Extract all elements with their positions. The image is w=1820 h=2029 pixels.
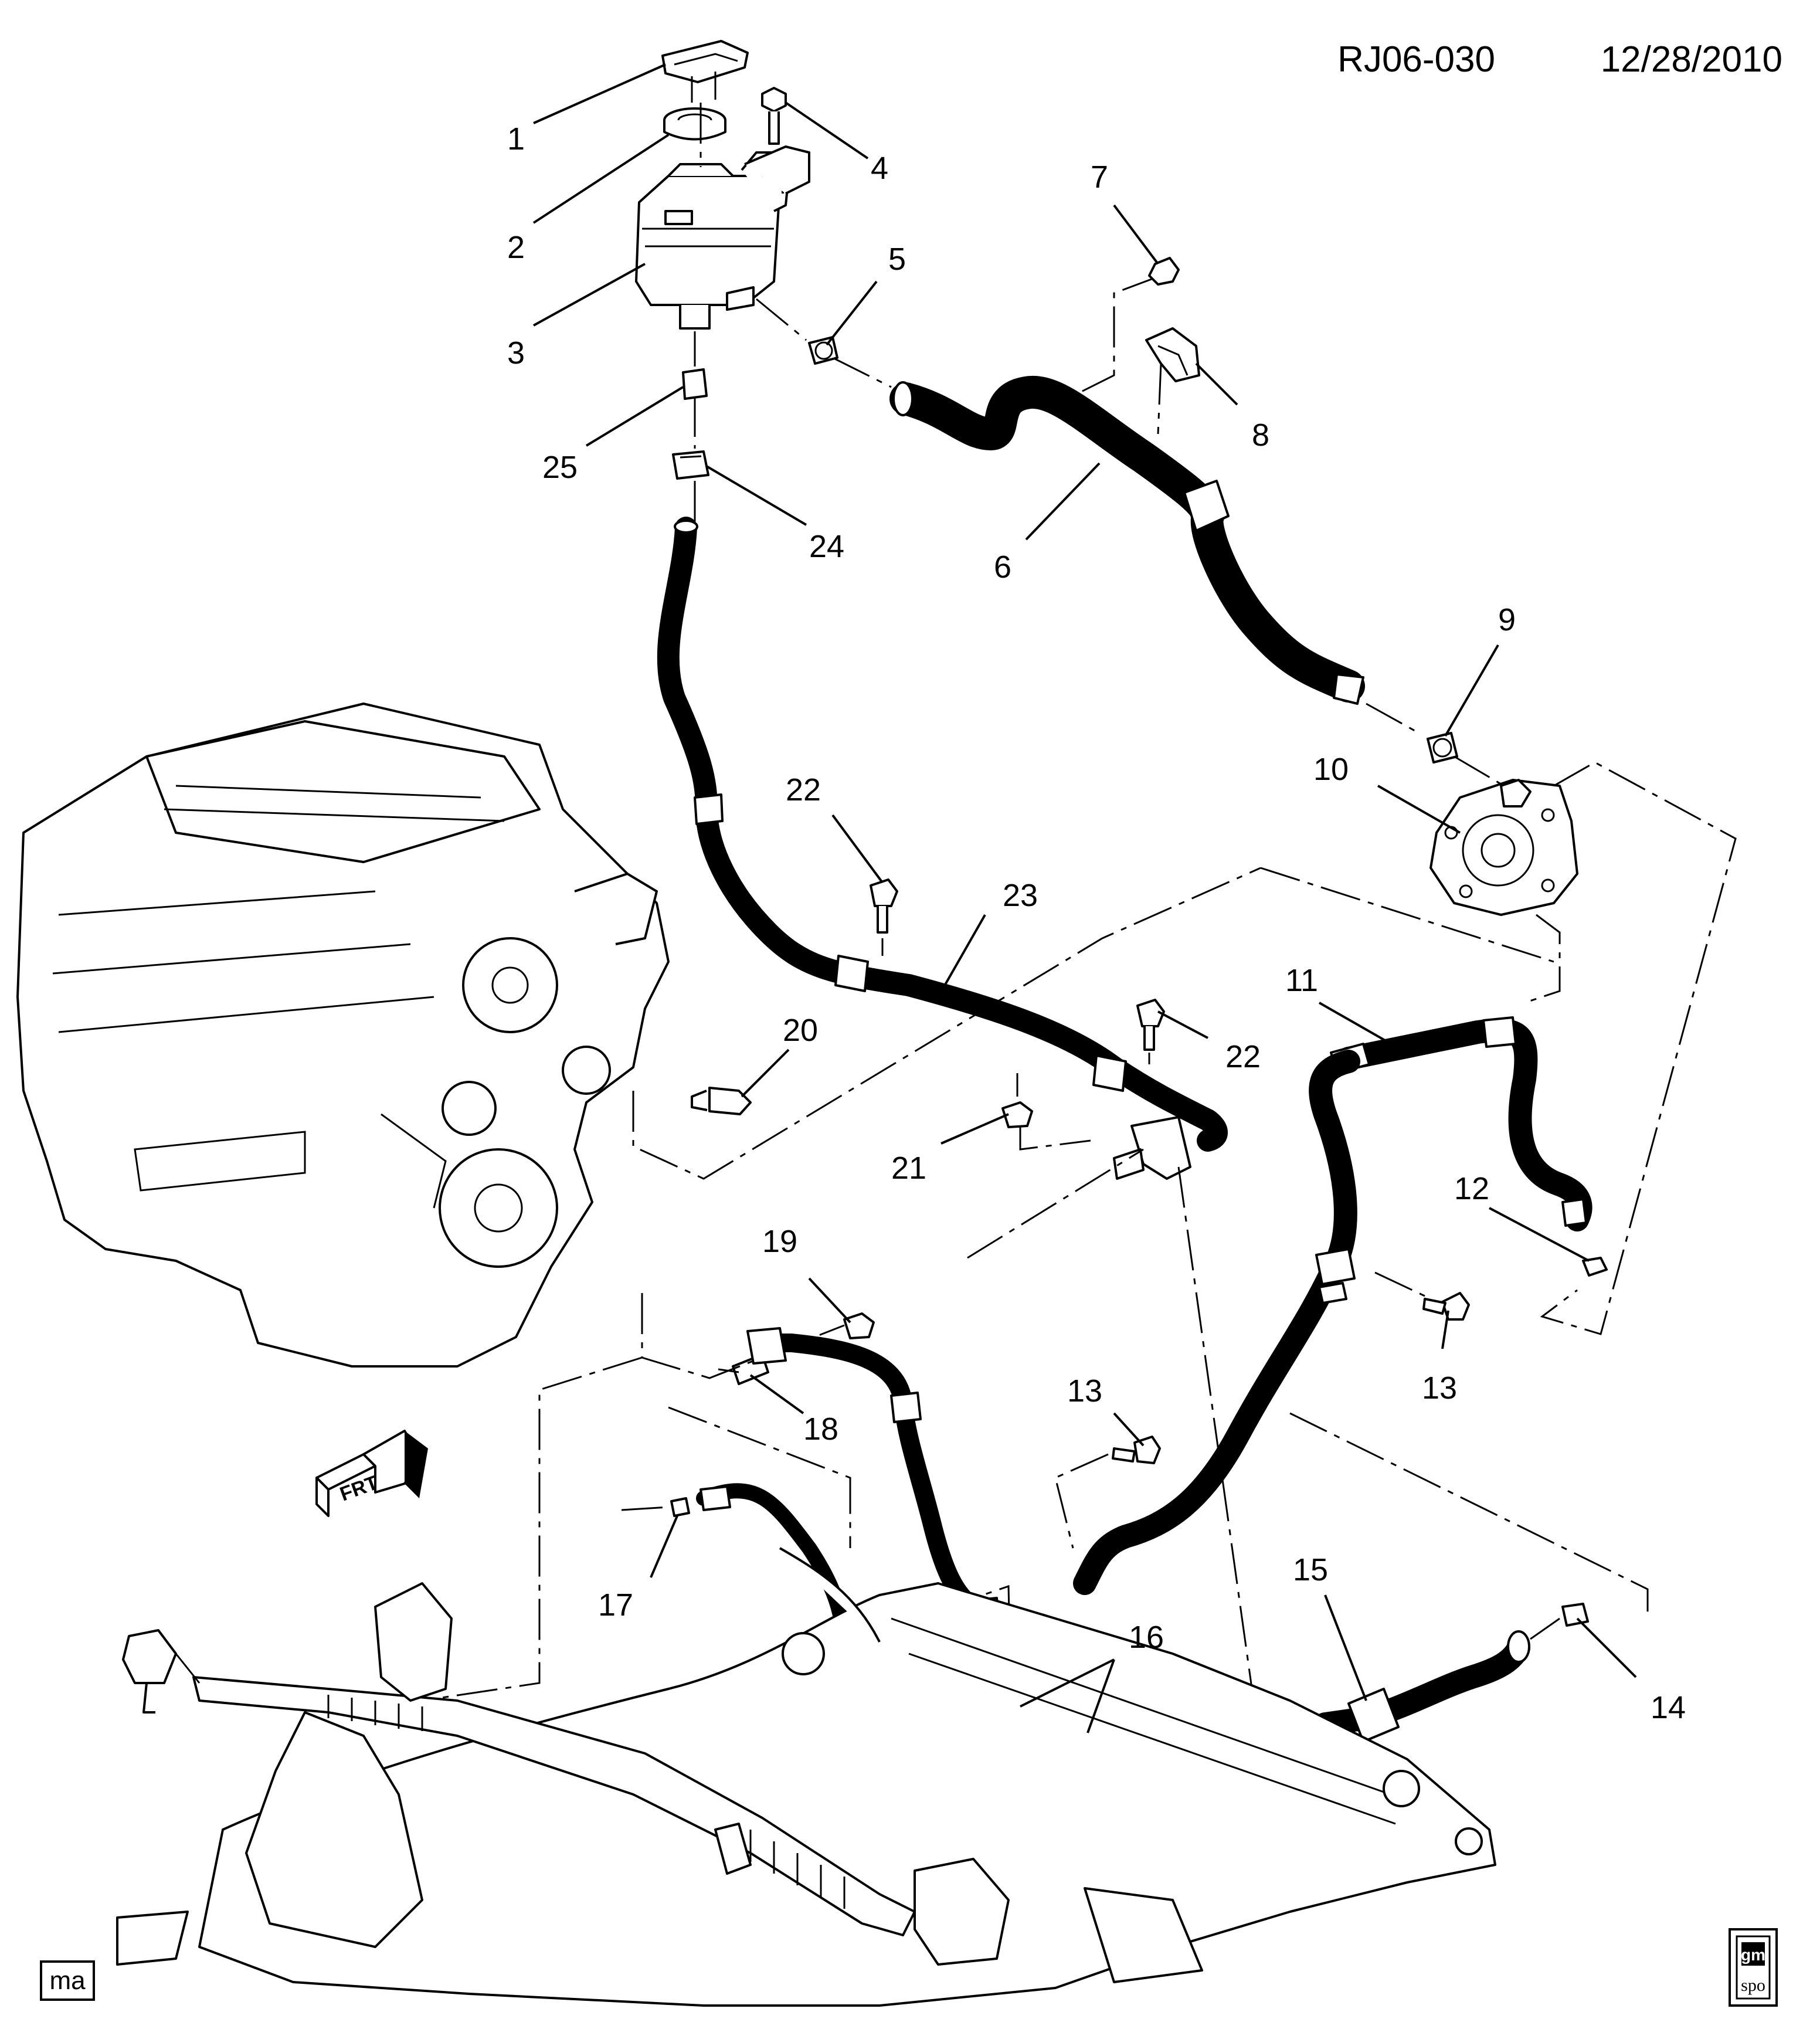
pipe-bracket-bolt-upper [870, 878, 898, 934]
pipe-mount-bracket [1113, 1116, 1191, 1180]
callout-8: 8 [1252, 418, 1269, 453]
power-steering-pump [1429, 779, 1578, 916]
pump-pressure-hose [1073, 1016, 1592, 1595]
callout-24: 24 [809, 529, 844, 564]
callout-12: 12 [1454, 1171, 1489, 1206]
cooler-hose-clamp [1561, 1603, 1589, 1627]
diagram-date: 12/28/2010 [1601, 39, 1782, 80]
callout-13b: 13 [1422, 1370, 1457, 1406]
pump-inlet-hose [889, 375, 1365, 705]
power-steering-return-pipe [657, 517, 1228, 1152]
artist-initials-box: ma [40, 1960, 95, 2001]
inlet-hose-clamp [808, 336, 838, 365]
artist-initials: ma [49, 1966, 86, 1995]
pipe-bracket-bolt-lower [1136, 999, 1165, 1051]
phantom-line [756, 298, 892, 388]
diagram-code: RJ06-030 [1337, 39, 1495, 80]
callout-22b: 22 [1225, 1039, 1261, 1074]
pump-inlet-clamp [1427, 732, 1458, 764]
logo-spo: spo [1741, 1976, 1765, 1995]
hose-clip-small [1148, 257, 1180, 286]
callout-15: 15 [1293, 1552, 1328, 1587]
callout-7: 7 [1091, 160, 1108, 195]
gm-spo-logo: gm spo [1729, 1928, 1778, 2007]
return-hose-clamp [672, 450, 709, 480]
pressure-hose-clip [1582, 1257, 1608, 1277]
cooler-return-hose [1313, 1630, 1530, 1743]
return-line-clip [670, 1497, 690, 1517]
callout-3: 3 [507, 335, 525, 371]
pipe-bracket-nut [1001, 1101, 1033, 1128]
bracket-bolt-center [1112, 1436, 1161, 1464]
bracket-bolt-right [1422, 1292, 1470, 1321]
callout-21: 21 [891, 1151, 926, 1186]
callout-6: 6 [994, 549, 1011, 585]
gear-inlet-pipe [746, 1327, 1001, 1628]
logo-gm: gm [1741, 1946, 1765, 1964]
callout-20: 20 [783, 1013, 818, 1048]
steering-gear-rack [116, 1582, 1010, 1966]
reservoir-seal [663, 107, 726, 141]
callout-22a: 22 [786, 772, 821, 807]
callout-19: 19 [762, 1224, 797, 1259]
callout-4: 4 [871, 151, 888, 186]
pipe-retaining-nut [843, 1312, 875, 1339]
callout-1: 1 [507, 121, 525, 157]
reservoir-cap [661, 40, 749, 103]
callout-13a: 13 [1067, 1373, 1102, 1409]
callout-18: 18 [803, 1412, 838, 1447]
hose-retainer-bracket [1145, 327, 1200, 382]
front-crossmember [198, 1547, 1496, 2007]
engine-mount-bolt [691, 1087, 752, 1115]
callout-25: 25 [542, 450, 578, 485]
hose-fitting [682, 368, 708, 400]
callout-5: 5 [888, 242, 906, 277]
callout-14: 14 [1651, 1690, 1686, 1725]
callout-9: 9 [1498, 602, 1516, 637]
front-orientation-arrow: FRT [315, 1430, 428, 1517]
callout-16: 16 [1129, 1620, 1164, 1655]
engine-assembly [16, 703, 670, 1368]
callout-2: 2 [507, 230, 525, 265]
callout-23: 23 [1003, 878, 1038, 913]
reservoir-bolt [761, 87, 787, 145]
callout-10: 10 [1313, 752, 1349, 787]
callout-17: 17 [598, 1587, 633, 1623]
callout-11: 11 [1285, 963, 1318, 998]
